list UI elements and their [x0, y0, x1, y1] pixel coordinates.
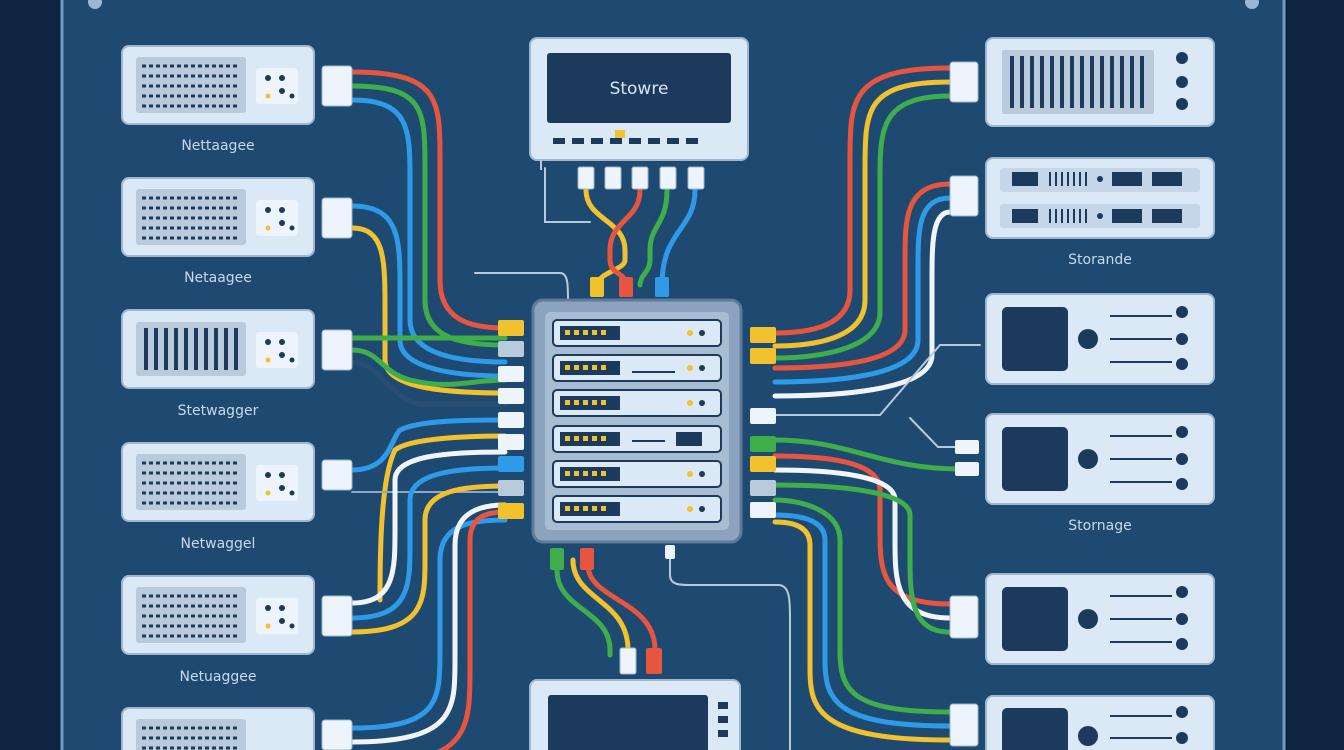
cable-white	[349, 502, 508, 745]
connectors	[498, 320, 524, 519]
connectors	[750, 327, 776, 518]
connectors	[577, 166, 705, 190]
server-unit	[121, 575, 353, 655]
vent-grille	[136, 322, 246, 376]
port-panel	[256, 598, 298, 634]
cable-blue	[772, 512, 953, 729]
storage-unit	[985, 293, 1215, 385]
monitor-screen	[547, 53, 731, 123]
server-label: Nettaagee	[181, 138, 254, 154]
cable-green	[772, 437, 963, 472]
monitor-screen	[548, 695, 708, 750]
storage-unit	[955, 413, 1215, 505]
connectors	[550, 545, 675, 570]
right-devices: Storande Stornage	[949, 37, 1215, 750]
cable-thin	[669, 549, 791, 750]
rack-unit	[552, 389, 722, 417]
monitor-screen-text: Stowre	[610, 79, 669, 99]
cable-green	[637, 187, 670, 288]
cable-blue	[772, 195, 953, 385]
cable-blue	[349, 465, 508, 621]
storage-label: Storande	[1068, 252, 1132, 268]
server-unit	[121, 45, 353, 125]
cable-red	[585, 562, 658, 653]
cable-red	[349, 69, 508, 331]
cable-dark	[349, 359, 508, 407]
cable-blue	[349, 417, 508, 473]
rack-unit	[552, 319, 722, 347]
server-unit	[121, 309, 353, 389]
cable-yellow	[349, 225, 508, 396]
cable-yellow	[377, 433, 508, 603]
cable-yellow	[772, 79, 953, 349]
panel-screw-left	[88, 0, 102, 9]
rack-unit	[552, 495, 722, 523]
server-unit	[949, 37, 1215, 127]
storage-label: Stornage	[1068, 518, 1131, 534]
server-unit	[121, 177, 353, 257]
cable-white	[349, 449, 508, 606]
cable-yellow	[772, 519, 953, 743]
rack-unit	[552, 425, 722, 453]
cable-red	[436, 509, 508, 750]
cable-red	[772, 65, 953, 336]
port-panel	[256, 68, 298, 104]
cable-green	[349, 83, 508, 348]
cable-thin	[544, 167, 591, 223]
storage-unit	[949, 573, 1215, 665]
cable-yellow	[349, 483, 508, 635]
port-panel	[256, 200, 298, 236]
cable-blue	[349, 517, 508, 731]
cable-red	[772, 181, 953, 371]
cable-green	[772, 497, 953, 715]
storage-unit	[949, 695, 1215, 750]
network-switch	[498, 277, 776, 570]
cable-green	[554, 567, 613, 658]
vent-grille	[136, 719, 246, 750]
server-unit	[121, 442, 353, 522]
cable-red	[607, 187, 643, 288]
cable-blue	[349, 203, 508, 379]
server-label: Netaagee	[184, 270, 252, 286]
cables	[349, 65, 981, 750]
connectors	[590, 277, 669, 297]
rack-unit	[552, 354, 722, 382]
server-unit	[949, 157, 1215, 239]
server-unit	[121, 707, 353, 750]
cable-blue	[349, 97, 508, 365]
cable-blue	[659, 187, 698, 288]
cable-yellow	[570, 557, 631, 653]
cable-thin	[474, 272, 569, 301]
cable-thin	[909, 417, 961, 448]
server-label: Netwaggel	[181, 536, 256, 552]
cable-white	[772, 209, 953, 399]
top-monitor: Stowre	[529, 37, 749, 190]
cable-thin	[774, 344, 981, 416]
port-panel	[256, 465, 298, 501]
server-label: Netuaggee	[179, 669, 256, 685]
bottom-monitor	[529, 647, 741, 750]
left-servers: Nettaagee Netaagee Stetwagger	[121, 45, 353, 750]
cable-green	[349, 347, 508, 387]
port-panel	[256, 332, 298, 368]
cable-green	[772, 93, 953, 361]
server-label: Stetwagger	[178, 403, 259, 419]
panel-screw-right	[1245, 0, 1259, 9]
cable-green	[772, 482, 953, 635]
cable-yellow	[583, 187, 628, 288]
rack-unit	[552, 460, 722, 488]
